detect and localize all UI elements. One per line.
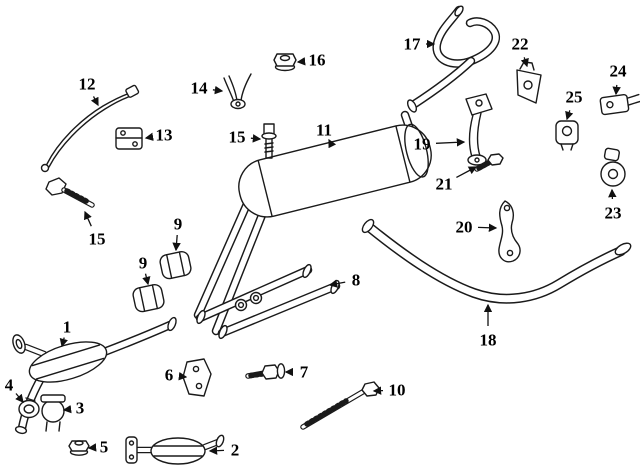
leader-12 xyxy=(90,96,99,107)
callout-14: 14 xyxy=(190,78,208,98)
leader-21 xyxy=(456,166,478,178)
nut-5-art xyxy=(68,440,90,456)
callout-11: 11 xyxy=(315,120,333,140)
callout-15: 15 xyxy=(88,229,106,249)
callout-4: 4 xyxy=(4,375,14,395)
catalytic-converter-rear-art xyxy=(125,434,225,465)
hanger-bracket-14-art xyxy=(223,73,252,110)
callout-3: 3 xyxy=(75,398,85,418)
leader-25 xyxy=(565,110,574,121)
callout-7: 7 xyxy=(299,362,309,382)
tailpipe-art xyxy=(406,5,500,113)
exhaust-insulator-icon xyxy=(132,283,165,313)
leader-19 xyxy=(435,138,466,147)
leader-20 xyxy=(477,223,498,232)
leader-15 xyxy=(250,134,262,143)
bolt-21-art xyxy=(474,153,504,172)
over-axle-pipe-art xyxy=(361,218,632,304)
callout-12: 12 xyxy=(78,74,96,94)
callout-24: 24 xyxy=(609,61,627,81)
bracket-22-art xyxy=(516,61,542,104)
insulator-25-art xyxy=(555,120,579,151)
leader-9 xyxy=(172,234,181,252)
leader-15 xyxy=(84,210,92,227)
callout-18: 18 xyxy=(479,330,497,350)
catalytic-converter-front-art xyxy=(12,316,177,435)
leader-6 xyxy=(178,371,188,381)
callout-5: 5 xyxy=(99,437,109,457)
callout-23: 23 xyxy=(604,203,622,223)
leader-24 xyxy=(612,84,621,96)
leader-14 xyxy=(212,85,224,95)
leader-11 xyxy=(328,138,337,149)
hanger-bracket-19-art xyxy=(465,93,493,166)
callout-22: 22 xyxy=(511,34,529,54)
callout-15: 15 xyxy=(228,127,246,147)
leader-8 xyxy=(328,279,346,288)
callout-21: 21 xyxy=(435,174,453,194)
callout-1: 1 xyxy=(62,317,72,337)
leader-2 xyxy=(208,446,225,455)
callout-17: 17 xyxy=(403,34,421,54)
callout-20: 20 xyxy=(455,217,473,237)
bolt-15-left-art xyxy=(45,177,95,208)
leader-22 xyxy=(520,57,529,68)
callout-16: 16 xyxy=(308,50,326,70)
leader-13 xyxy=(144,132,154,141)
callout-10: 10 xyxy=(388,380,406,400)
bolt-15-top-art xyxy=(261,123,277,159)
callout-8: 8 xyxy=(351,270,361,290)
oxygen-sensor-wire-art xyxy=(40,84,140,173)
leader-1 xyxy=(59,337,68,348)
callout-9: 9 xyxy=(138,253,148,273)
callout-2: 2 xyxy=(230,440,240,460)
callout-6: 6 xyxy=(164,365,174,385)
bolt-7-art xyxy=(245,363,286,380)
gasket-art xyxy=(18,399,40,419)
callout-13: 13 xyxy=(155,125,173,145)
callout-19: 19 xyxy=(413,134,431,154)
flange-nut-16-art xyxy=(273,53,297,72)
exhaust-stud-10-art xyxy=(300,381,380,430)
callout-25: 25 xyxy=(565,87,583,107)
leader-16 xyxy=(296,57,306,66)
exhaust-insulator-icon xyxy=(159,250,192,280)
callout-9: 9 xyxy=(173,214,183,234)
clamp-13-art xyxy=(115,127,143,150)
leader-3 xyxy=(62,404,72,414)
leader-4 xyxy=(15,393,24,403)
hanger-bracket-20-art xyxy=(498,200,521,263)
hanger-23-art xyxy=(600,147,626,187)
bracket-24-art xyxy=(599,93,640,116)
leader-9 xyxy=(142,273,151,286)
